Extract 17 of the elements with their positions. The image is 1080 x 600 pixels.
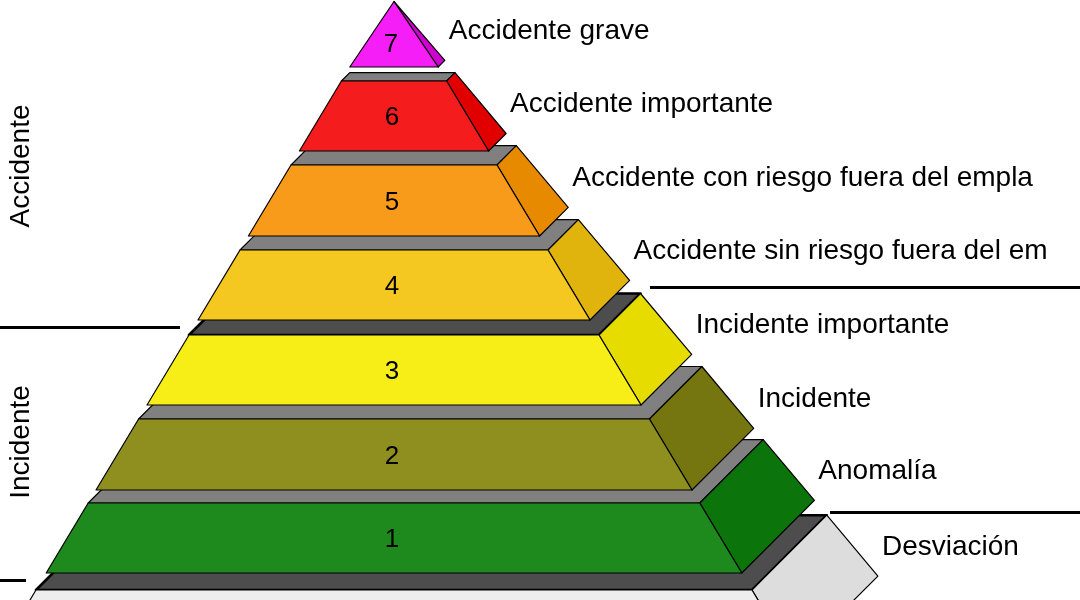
level-number: 5 [384, 187, 400, 214]
level-number: 4 [384, 272, 400, 298]
level-label: Accidente grave [448, 15, 650, 46]
level-label: Accidente sin riesgo fuera del em [633, 235, 1048, 266]
level-number: 2 [384, 441, 400, 468]
level-label: Accidente con riesgo fuera del empla [572, 162, 1033, 193]
level-label: Accidente importante [510, 88, 774, 119]
level-number: 1 [384, 525, 400, 551]
category-label: Accidente [4, 104, 36, 228]
category-label: Incidente [4, 385, 36, 499]
level-label: Desviación [881, 530, 1019, 562]
level-number: 3 [384, 357, 400, 383]
level-label: Incidente [757, 382, 872, 414]
level-number: 7 [383, 29, 399, 56]
level-label: Incidente importante [695, 308, 950, 340]
level-label: Anomalía [818, 455, 937, 486]
level-number: 6 [384, 103, 400, 129]
